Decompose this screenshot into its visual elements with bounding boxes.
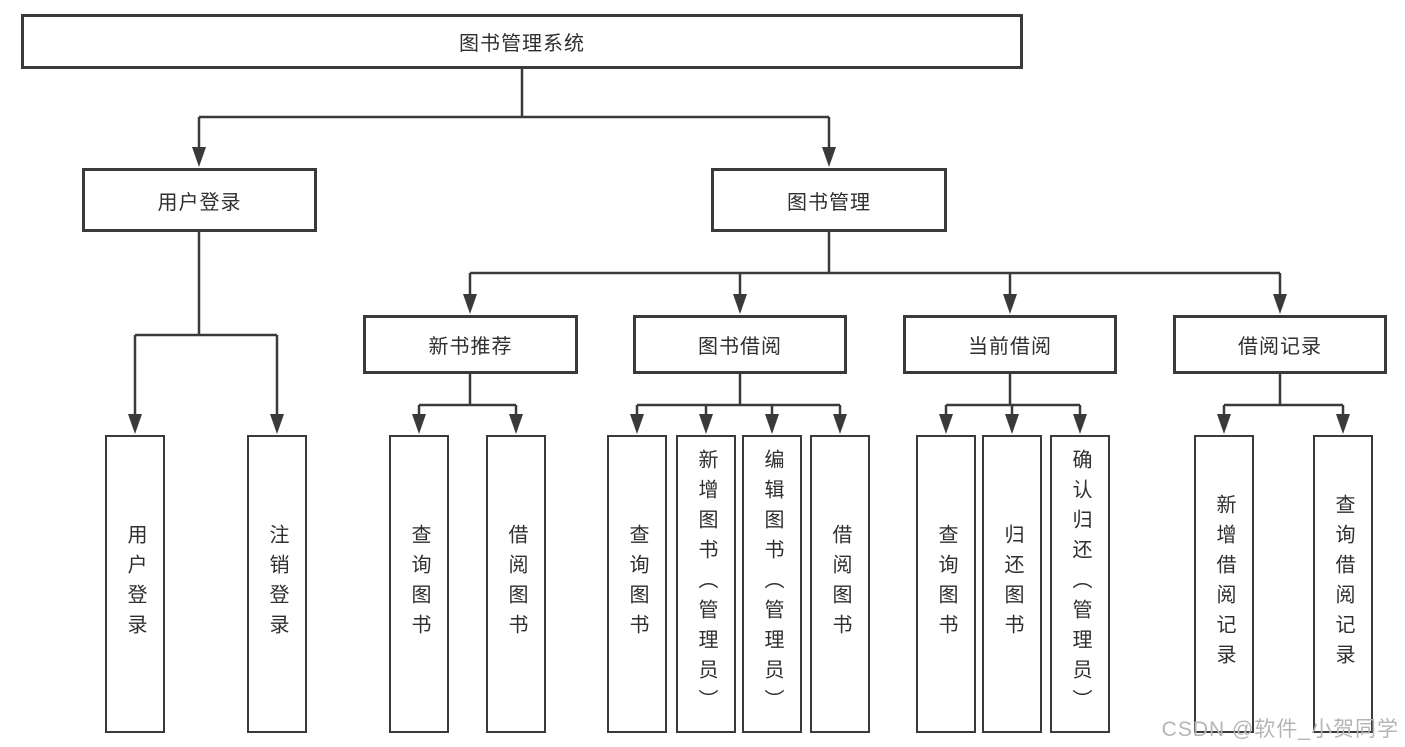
node-root-label: 图书管理系统 bbox=[459, 33, 585, 55]
leaf-query-borrow-record: 查询借阅记录 bbox=[1313, 435, 1373, 733]
node-borrow-records-label: 借阅记录 bbox=[1238, 336, 1322, 358]
leaf-query-books-borrow-label: 查询图书 bbox=[626, 524, 648, 644]
leaf-logout-label: 注销登录 bbox=[266, 524, 288, 644]
connector-new-book-recommend bbox=[417, 374, 518, 416]
connector-user-login bbox=[133, 232, 279, 416]
leaf-query-books-borrow: 查询图书 bbox=[607, 435, 667, 733]
connector-current-borrow bbox=[944, 374, 1082, 416]
leaf-borrow-books: 借阅图书 bbox=[810, 435, 870, 733]
node-new-book-recommend-label: 新书推荐 bbox=[428, 336, 513, 358]
node-book-borrow: 图书借阅 bbox=[633, 315, 847, 374]
node-user-login: 用户登录 bbox=[82, 168, 317, 232]
leaf-add-books-admin-label: 新增图书（管理员） bbox=[695, 449, 717, 719]
leaf-borrow-books-recommend: 借阅图书 bbox=[486, 435, 546, 733]
node-current-borrow-label: 当前借阅 bbox=[968, 336, 1052, 358]
node-root: 图书管理系统 bbox=[21, 14, 1023, 69]
leaf-confirm-return-admin: 确认归还（管理员） bbox=[1050, 435, 1110, 733]
leaf-query-books-recommend-label: 查询图书 bbox=[408, 524, 430, 644]
leaf-borrow-books-label: 借阅图书 bbox=[829, 524, 851, 644]
leaf-confirm-return-admin-label: 确认归还（管理员） bbox=[1069, 449, 1091, 719]
connector-borrow-records bbox=[1222, 374, 1345, 416]
node-book-borrow-label: 图书借阅 bbox=[698, 336, 782, 358]
watermark: CSDN @软件_小贺同学 bbox=[1161, 718, 1399, 741]
leaf-edit-books-admin-label: 编辑图书（管理员） bbox=[761, 449, 783, 719]
leaf-query-borrow-record-label: 查询借阅记录 bbox=[1332, 494, 1354, 674]
leaf-add-borrow-record-label: 新增借阅记录 bbox=[1213, 494, 1235, 674]
leaf-edit-books-admin: 编辑图书（管理员） bbox=[742, 435, 802, 733]
leaf-logout: 注销登录 bbox=[247, 435, 307, 733]
node-book-management: 图书管理 bbox=[711, 168, 947, 232]
connector-book-management bbox=[468, 232, 1282, 296]
leaf-add-borrow-record: 新增借阅记录 bbox=[1194, 435, 1254, 733]
node-book-management-label: 图书管理 bbox=[787, 191, 871, 214]
node-borrow-records: 借阅记录 bbox=[1173, 315, 1387, 374]
node-new-book-recommend: 新书推荐 bbox=[363, 315, 578, 374]
leaf-query-books-current: 查询图书 bbox=[916, 435, 976, 733]
leaf-query-books-current-label: 查询图书 bbox=[935, 524, 957, 644]
leaf-add-books-admin: 新增图书（管理员） bbox=[676, 435, 736, 733]
leaf-return-books: 归还图书 bbox=[982, 435, 1042, 733]
connector-book-borrow bbox=[635, 374, 842, 416]
leaf-query-books-recommend: 查询图书 bbox=[389, 435, 449, 733]
leaf-user-login: 用户登录 bbox=[105, 435, 165, 733]
node-current-borrow: 当前借阅 bbox=[903, 315, 1117, 374]
leaf-user-login-label: 用户登录 bbox=[124, 524, 146, 644]
connector-root bbox=[197, 69, 831, 150]
leaf-borrow-books-recommend-label: 借阅图书 bbox=[505, 524, 527, 644]
node-user-login-label: 用户登录 bbox=[157, 191, 242, 214]
leaf-return-books-label: 归还图书 bbox=[1001, 524, 1023, 644]
